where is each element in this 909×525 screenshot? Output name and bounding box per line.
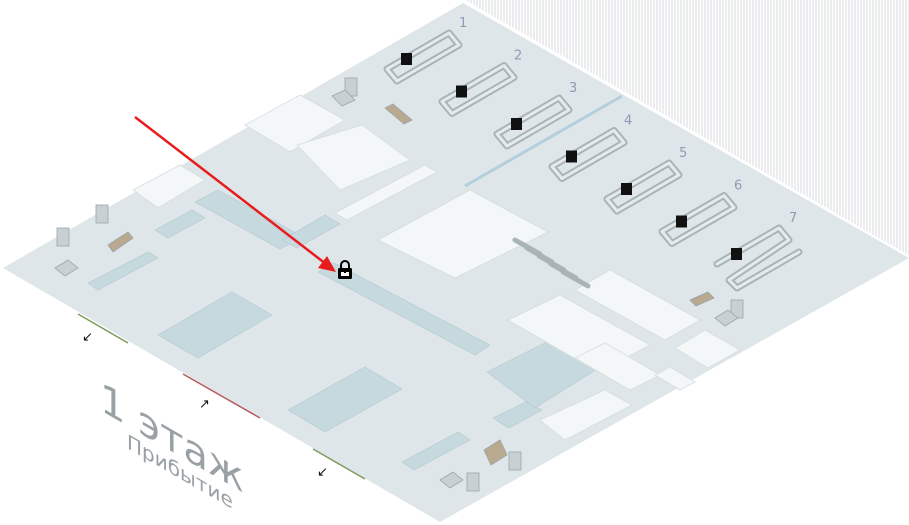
carousel-5: 5 [603, 146, 687, 215]
zones [87, 189, 603, 471]
carousel-machine-icon [511, 118, 522, 130]
carousel-machine-icon [566, 150, 577, 163]
escalator-icon [689, 291, 715, 307]
zone [154, 209, 206, 239]
carousel-4: 4 [548, 114, 632, 182]
stairs-icon [714, 309, 739, 327]
carousel-number: 5 [679, 146, 687, 161]
entry-arrow-icon: ↗ [199, 397, 210, 412]
carousel-machine-icon [456, 85, 467, 98]
carousel-number: 1 [459, 16, 467, 31]
carousel-6: 6 [658, 179, 742, 247]
zone [157, 291, 273, 359]
luggage-lock-icon[interactable] [338, 260, 352, 279]
elevator-icon [56, 227, 70, 247]
carousel-3: 3 [493, 81, 577, 150]
carousel-1: 1 [383, 16, 467, 85]
escalator-icon [483, 439, 508, 466]
exit-marker-green [312, 448, 366, 480]
zone [87, 251, 159, 291]
carousel-2: 2 [438, 49, 522, 117]
exit-marker-red [182, 373, 261, 419]
room [574, 269, 701, 341]
rooms [132, 94, 741, 441]
carousel-number: 4 [624, 114, 632, 129]
hatched-wall [467, 0, 909, 256]
room [654, 366, 696, 391]
carousel-machine-icon [676, 215, 687, 228]
carousel-number: 6 [734, 179, 742, 194]
exit-arrow-icon: ↙ [317, 465, 328, 480]
elevator-icon [508, 451, 522, 471]
divider-line [464, 94, 623, 188]
carousel-number: 2 [514, 49, 522, 64]
carousel-machine-icon [731, 248, 742, 260]
stairs-icon [439, 471, 464, 489]
carousel-machine-icon [621, 183, 632, 195]
exit-marker-green [77, 313, 129, 344]
exit-arrow-icon: ↙ [82, 330, 93, 345]
escalator-icon [107, 231, 134, 253]
carousel-machine-icon [401, 53, 412, 65]
escalator-icon [384, 103, 413, 125]
elevator-icon [95, 204, 109, 224]
stairs-icon [54, 259, 79, 277]
stairs-icon [331, 89, 356, 107]
room [244, 94, 346, 153]
room [132, 164, 206, 209]
baggage-carousels: 1 2 3 4 5 6 7 [383, 16, 803, 292]
carousel-number: 3 [569, 81, 577, 96]
room [674, 329, 741, 369]
room [334, 164, 438, 221]
zone [401, 431, 471, 471]
carousel-7: 7 [713, 211, 803, 292]
room [539, 389, 633, 441]
facility-icons [54, 77, 744, 492]
room [377, 189, 549, 279]
room [296, 124, 411, 191]
red-arrow [134, 116, 336, 272]
zone [287, 366, 403, 433]
elevator-icon [466, 472, 480, 492]
zone [492, 401, 543, 429]
conveyor-belts [512, 237, 591, 289]
carousel-number: 7 [789, 211, 797, 226]
